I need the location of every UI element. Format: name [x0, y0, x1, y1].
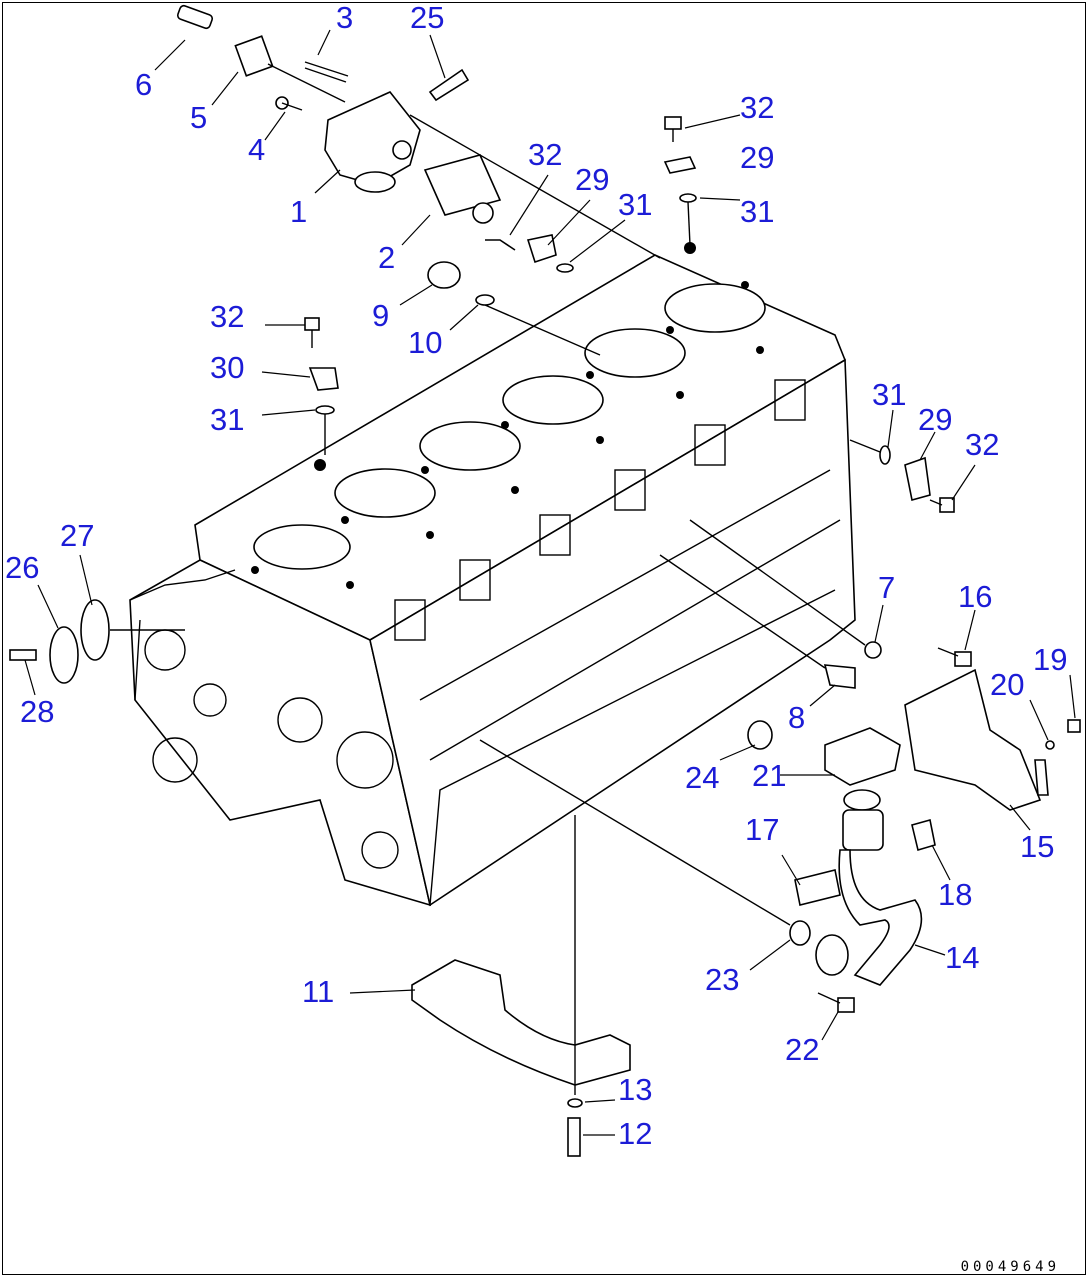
callout-31d: 31	[872, 377, 906, 412]
callout-31a: 31	[740, 194, 774, 229]
callout-15: 15	[1020, 829, 1054, 864]
callout-2: 2	[378, 240, 395, 275]
callout-21: 21	[752, 758, 786, 793]
thermostat-housing-group	[176, 4, 661, 259]
callout-26: 26	[5, 550, 39, 585]
callout-4: 4	[248, 132, 265, 167]
main-bearing-cap	[411, 815, 631, 1157]
callout-19: 19	[1033, 642, 1067, 677]
callout-18: 18	[938, 877, 972, 912]
callout-7: 7	[878, 570, 895, 605]
callout-23: 23	[705, 962, 739, 997]
callout-10: 10	[408, 325, 442, 360]
callout-31b: 31	[618, 187, 652, 222]
callout-29c: 29	[918, 402, 952, 437]
callout-16: 16	[958, 579, 992, 614]
callout-8: 8	[788, 700, 805, 735]
callout-22: 22	[785, 1032, 819, 1067]
callout-numbers: 1 2 3 4 5 6 7 8 9 10 11 12 13 14 15 16 1…	[5, 0, 1067, 1151]
callout-6: 6	[135, 67, 152, 102]
callout-27: 27	[60, 518, 94, 553]
callout-12: 12	[618, 1116, 652, 1151]
callout-9: 9	[372, 298, 389, 333]
callout-14: 14	[945, 940, 979, 975]
callout-25: 25	[410, 0, 444, 35]
callout-5: 5	[190, 100, 207, 135]
callout-3: 3	[336, 0, 353, 35]
callout-29a: 29	[740, 140, 774, 175]
sensor-and-plug-parts	[9, 116, 955, 750]
oil-strainer-group	[479, 647, 1081, 1013]
callout-32a: 32	[740, 90, 774, 125]
callout-31c: 31	[210, 402, 244, 437]
callout-leaders	[24, 29, 1076, 1136]
callout-11: 11	[302, 974, 334, 1009]
callout-24: 24	[685, 760, 719, 795]
callout-20: 20	[990, 667, 1024, 702]
callout-28: 28	[20, 694, 54, 729]
callout-30: 30	[210, 350, 244, 385]
callout-13: 13	[618, 1072, 652, 1107]
callout-32b: 32	[528, 137, 562, 172]
callout-32c: 32	[210, 299, 244, 334]
callout-32d: 32	[965, 427, 999, 462]
callout-17: 17	[745, 812, 779, 847]
callout-1: 1	[290, 194, 307, 229]
drawing-code: 00049649	[960, 1259, 1060, 1275]
callout-29b: 29	[575, 162, 609, 197]
cylinder-block	[129, 242, 856, 907]
